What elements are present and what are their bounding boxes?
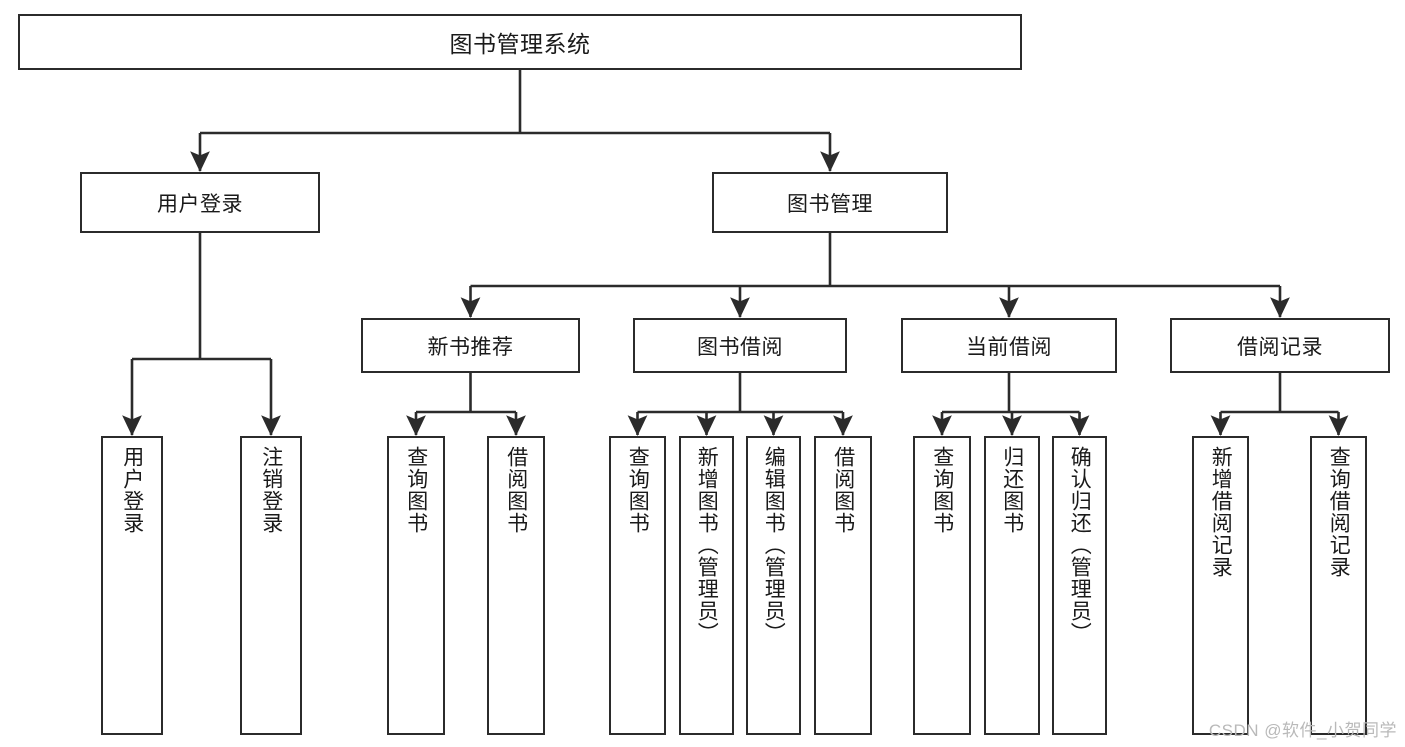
node-leaf-borrow-book-a-label: 借阅图书 <box>504 446 528 534</box>
node-root[interactable]: 图书管理系统 <box>18 14 1022 70</box>
node-borrowing-record-label: 借阅记录 <box>1237 335 1323 359</box>
node-new-book-recommendation-label: 新书推荐 <box>427 335 514 359</box>
node-leaf-edit-book-admin-label: 编辑图书（管理员） <box>762 446 786 644</box>
node-leaf-add-borrow-record-label: 新增借阅记录 <box>1209 446 1233 578</box>
node-leaf-return-book[interactable]: 归还图书 <box>984 436 1040 735</box>
node-leaf-query-book-b-label: 查询图书 <box>626 446 650 534</box>
node-leaf-query-book-b[interactable]: 查询图书 <box>609 436 666 735</box>
node-leaf-user-login[interactable]: 用户登录 <box>101 436 163 735</box>
node-book-management[interactable]: 图书管理 <box>712 172 948 233</box>
node-current-borrowing[interactable]: 当前借阅 <box>901 318 1117 373</box>
node-user-login[interactable]: 用户登录 <box>80 172 320 233</box>
node-leaf-query-borrow-record-label: 查询借阅记录 <box>1327 446 1351 578</box>
node-leaf-edit-book-admin[interactable]: 编辑图书（管理员） <box>746 436 801 735</box>
node-leaf-user-login-label: 用户登录 <box>120 446 144 534</box>
node-root-label: 图书管理系统 <box>449 31 591 57</box>
node-user-login-label: 用户登录 <box>157 192 243 216</box>
node-leaf-logout-label: 注销登录 <box>259 446 283 534</box>
node-leaf-add-book-admin-label: 新增图书（管理员） <box>695 446 719 644</box>
node-leaf-add-book-admin[interactable]: 新增图书（管理员） <box>679 436 734 735</box>
node-leaf-query-book-c-label: 查询图书 <box>930 446 954 534</box>
node-leaf-borrow-book-b-label: 借阅图书 <box>831 446 855 534</box>
node-leaf-return-book-label: 归还图书 <box>1000 446 1024 534</box>
node-leaf-query-book-a[interactable]: 查询图书 <box>387 436 445 735</box>
node-leaf-add-borrow-record[interactable]: 新增借阅记录 <box>1192 436 1249 735</box>
node-new-book-recommendation[interactable]: 新书推荐 <box>361 318 580 373</box>
node-leaf-borrow-book-b[interactable]: 借阅图书 <box>814 436 872 735</box>
node-leaf-query-book-c[interactable]: 查询图书 <box>913 436 971 735</box>
node-leaf-confirm-return-admin[interactable]: 确认归还（管理员） <box>1052 436 1107 735</box>
csdn-watermark: CSDN @软件_小贺同学 <box>1208 721 1397 740</box>
node-book-borrowing[interactable]: 图书借阅 <box>633 318 847 373</box>
node-leaf-borrow-book-a[interactable]: 借阅图书 <box>487 436 545 735</box>
node-book-management-label: 图书管理 <box>787 192 873 216</box>
node-current-borrowing-label: 当前借阅 <box>966 335 1052 359</box>
node-borrowing-record[interactable]: 借阅记录 <box>1170 318 1390 373</box>
node-book-borrowing-label: 图书借阅 <box>697 335 783 359</box>
node-leaf-confirm-return-admin-label: 确认归还（管理员） <box>1068 446 1092 644</box>
node-leaf-query-borrow-record[interactable]: 查询借阅记录 <box>1310 436 1367 735</box>
node-leaf-query-book-a-label: 查询图书 <box>404 446 428 534</box>
node-leaf-logout[interactable]: 注销登录 <box>240 436 302 735</box>
